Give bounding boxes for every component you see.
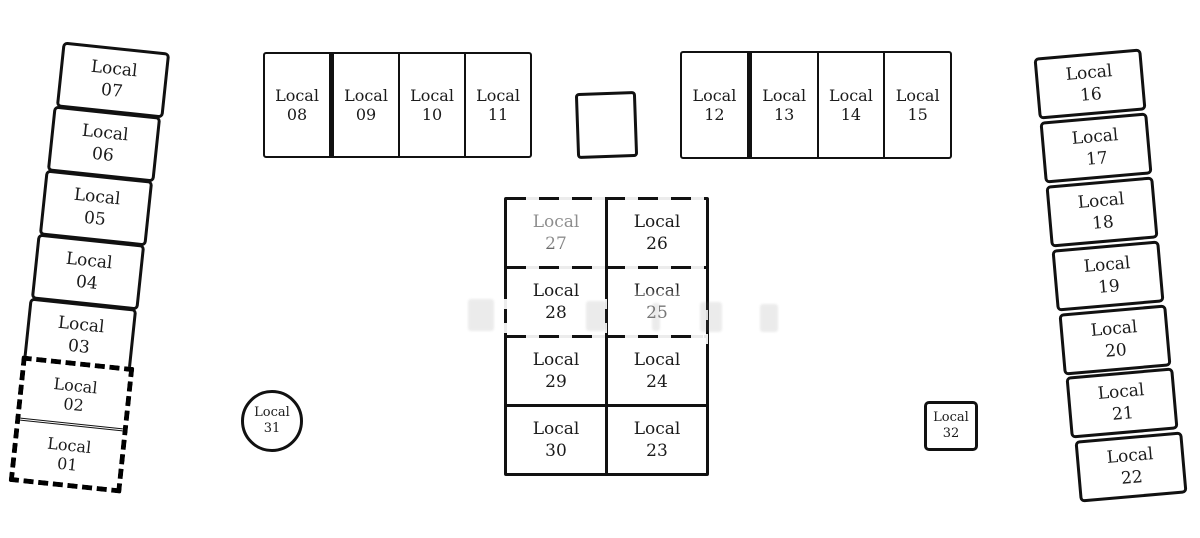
unit-number: 14: [840, 105, 862, 124]
unit-word: Local: [52, 373, 99, 397]
unit-local-17: Local 17: [1039, 112, 1153, 184]
unit-number: 07: [100, 79, 124, 103]
unit-word: Local: [56, 312, 106, 338]
top-row-right: Local 12 Local 13 Local 14 Local 15: [680, 51, 952, 159]
unit-number: 06: [91, 143, 115, 167]
unit-local-08: Local 08: [265, 54, 329, 156]
unlabeled-unit-box: [574, 90, 639, 160]
top-row-left: Local 08 Local 09 Local 10 Local 11: [263, 52, 532, 158]
watermark-artifact: [760, 304, 778, 332]
unit-word: Local: [344, 86, 388, 105]
unit-word: Local: [532, 280, 580, 301]
unit-local-26: Local 26: [608, 200, 706, 266]
unit-number: 19: [1097, 276, 1121, 298]
unit-number: 32: [942, 426, 960, 441]
unit-word: Local: [633, 211, 681, 232]
unit-number: 16: [1079, 84, 1103, 106]
center-block: Local 27 Local 26 Local 28 Local 25 Loca…: [504, 197, 709, 476]
unit-word: Local: [1105, 443, 1155, 468]
watermark-artifact: [468, 299, 494, 331]
unit-number: 11: [487, 105, 509, 124]
unit-number: 04: [75, 271, 99, 295]
unit-local-19: Local 19: [1051, 240, 1165, 312]
unit-local-27: Local 27: [507, 200, 605, 266]
unit-number: 22: [1120, 467, 1144, 489]
unit-number: 10: [421, 105, 443, 124]
unit-local-10: Local 10: [398, 54, 464, 156]
unit-word: Local: [1070, 124, 1120, 149]
unit-local-12: Local 12: [682, 53, 747, 157]
unit-word: Local: [692, 86, 737, 105]
unit-word: Local: [1096, 379, 1146, 404]
unit-word: Local: [895, 86, 940, 105]
unit-number: 25: [646, 303, 668, 323]
unit-word: Local: [933, 409, 969, 425]
unit-word: Local: [532, 418, 580, 439]
unit-number: 24: [646, 372, 668, 392]
unit-local-32: Local 32: [924, 401, 978, 451]
unit-word: Local: [633, 418, 681, 439]
unit-local-25: Local 25: [608, 269, 706, 335]
unit-local-01: Local 01: [14, 417, 123, 489]
unit-local-30: Local 30: [507, 407, 605, 473]
unit-word: Local: [89, 56, 139, 82]
unit-word: Local: [1089, 316, 1139, 341]
unit-number: 20: [1104, 340, 1128, 362]
unit-word: Local: [46, 433, 93, 457]
unit-number: 05: [83, 207, 107, 231]
unit-local-11: Local 11: [464, 54, 530, 156]
unit-word: Local: [275, 86, 319, 105]
unit-word: Local: [64, 248, 114, 274]
unit-number: 23: [646, 441, 668, 461]
unit-number: 26: [646, 234, 668, 254]
unit-number: 17: [1085, 148, 1109, 170]
unit-number: 30: [545, 441, 567, 461]
unit-word: Local: [532, 349, 580, 370]
unit-number: 27: [545, 234, 567, 254]
unit-number: 01: [56, 453, 79, 475]
unit-local-29: Local 29: [507, 338, 605, 404]
unit-local-15: Local 15: [883, 53, 950, 157]
unit-word: Local: [1076, 188, 1126, 213]
unit-word: Local: [633, 280, 681, 301]
unit-local-22: Local 22: [1074, 431, 1188, 503]
unit-local-31: Local 31: [241, 390, 303, 452]
unit-word: Local: [72, 184, 122, 210]
unit-local-23: Local 23: [608, 407, 706, 473]
unit-local-09: Local 09: [329, 54, 398, 156]
unit-local-20: Local 20: [1058, 304, 1172, 376]
unit-number: 03: [67, 335, 91, 359]
unit-number: 02: [62, 393, 85, 415]
unit-word: Local: [633, 349, 681, 370]
unit-number: 15: [907, 105, 928, 124]
unit-number: 29: [545, 372, 567, 392]
unit-word: Local: [532, 211, 580, 232]
unit-word: Local: [80, 120, 130, 146]
unit-local-16: Local 16: [1033, 48, 1147, 120]
unit-number: 31: [263, 421, 281, 436]
unit-number: 18: [1091, 212, 1115, 234]
unit-number: 08: [286, 105, 308, 124]
unit-word: Local: [410, 86, 454, 105]
unit-word: Local: [476, 86, 520, 105]
unit-local-13: Local 13: [746, 53, 817, 157]
highlighted-pair-local-01-02: Local 02 Local 01: [8, 355, 135, 494]
unit-local-21: Local 21: [1065, 367, 1179, 439]
unit-word: Local: [254, 404, 290, 420]
unit-word: Local: [762, 86, 807, 105]
unit-local-14: Local 14: [816, 53, 884, 157]
unit-local-18: Local 18: [1045, 176, 1159, 248]
unit-local-24: Local 24: [608, 338, 706, 404]
unit-number: 13: [773, 105, 795, 124]
unit-number: 21: [1111, 403, 1135, 425]
unit-word: Local: [828, 86, 873, 105]
unit-number: 28: [545, 303, 567, 323]
unit-number: 12: [704, 105, 725, 124]
unit-local-02: Local 02: [20, 361, 128, 428]
unit-local-28: Local 28: [507, 269, 605, 335]
unit-word: Local: [1064, 60, 1114, 85]
unit-word: Local: [1082, 252, 1132, 277]
unit-number: 09: [355, 105, 377, 124]
